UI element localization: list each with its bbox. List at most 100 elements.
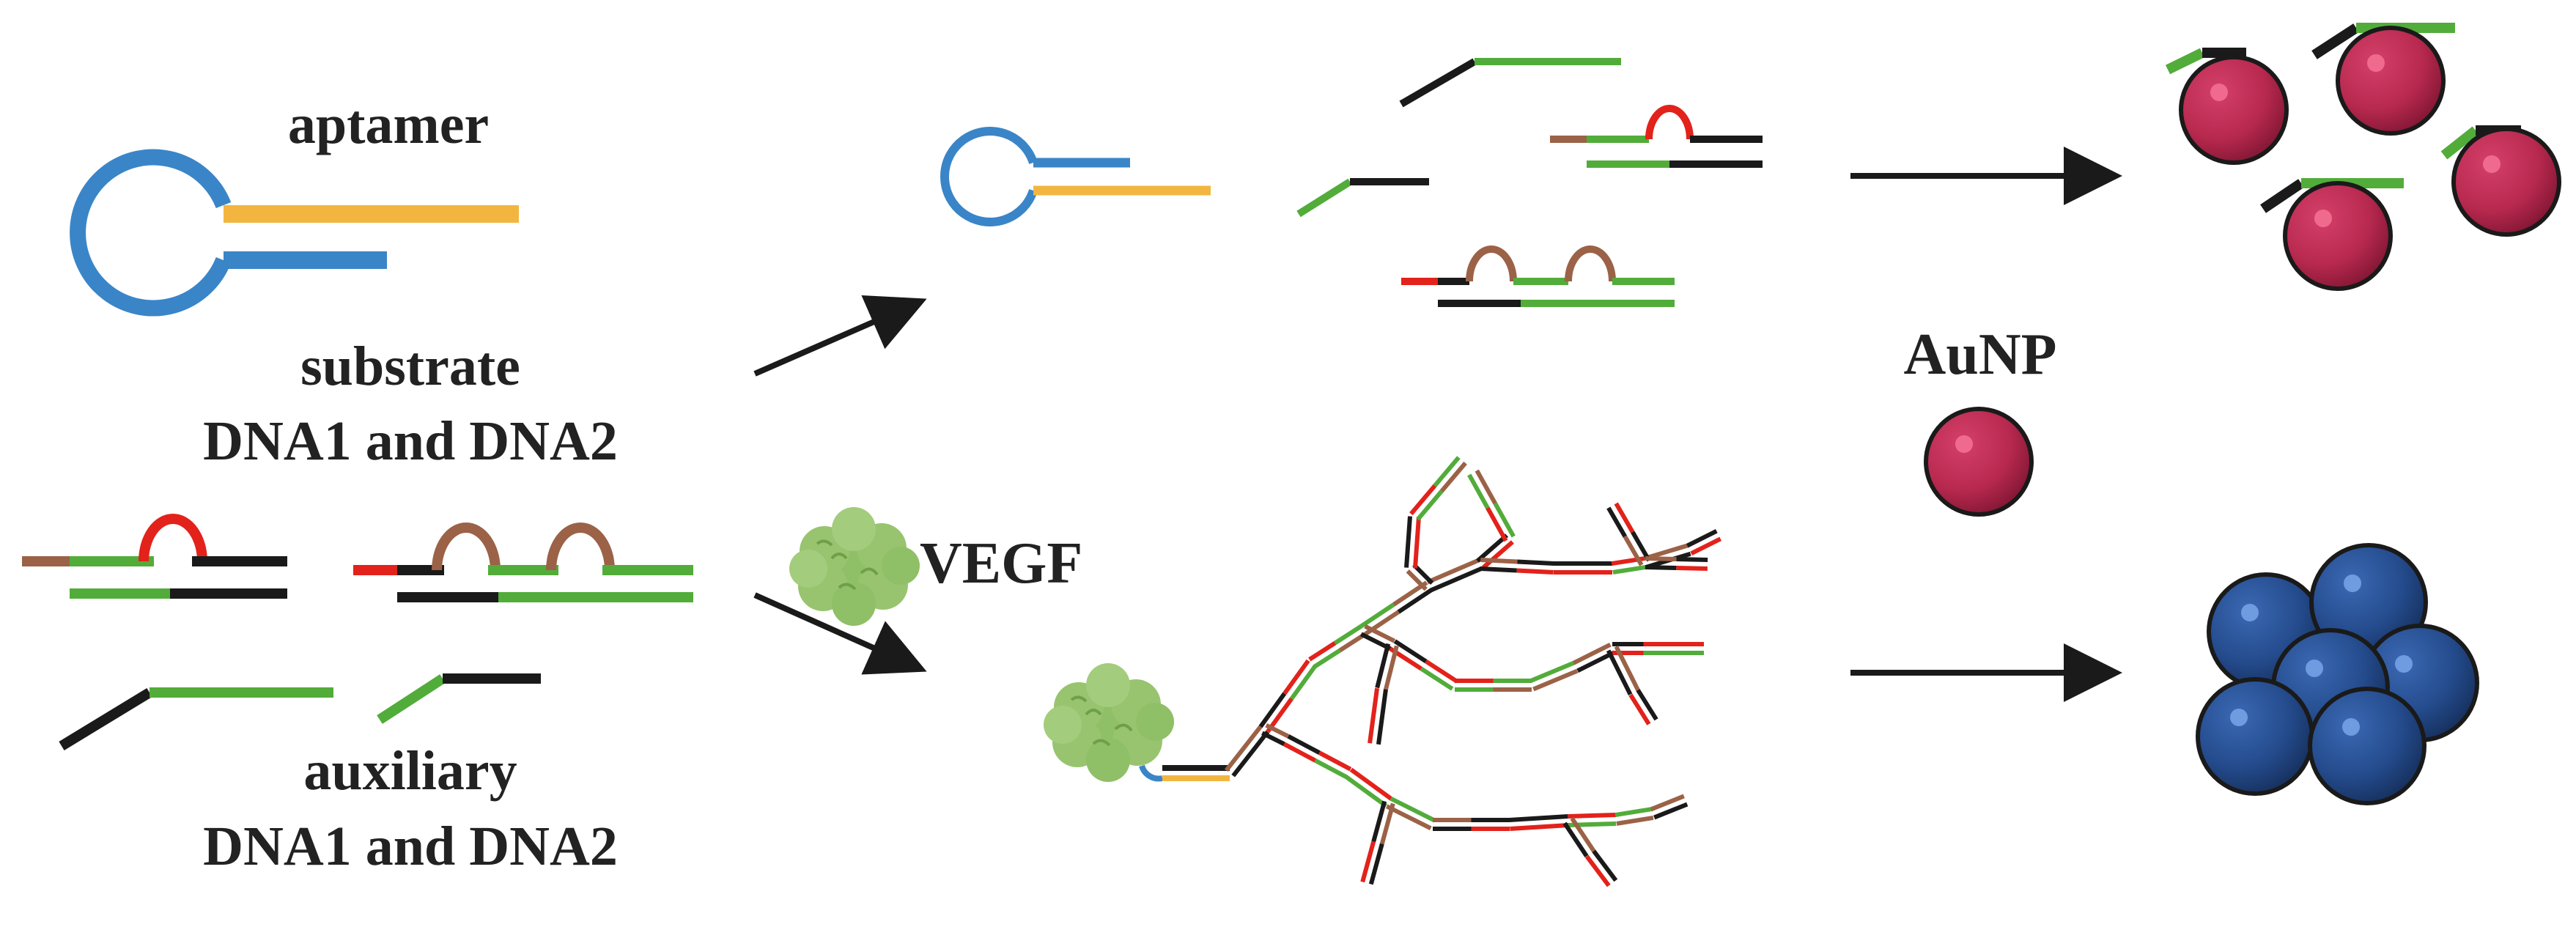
dna-strand-segment <box>1606 506 1627 538</box>
dna-strand-segment <box>1650 794 1685 812</box>
dna-strand-segment <box>1517 559 1554 566</box>
auxiliary-dna2-free <box>1296 178 1429 218</box>
dna-strand-segment <box>1439 461 1467 493</box>
aunp-dispersed-4 <box>2260 178 2404 289</box>
vegf-label: VEGF <box>920 531 1082 596</box>
dna-strand-segment <box>1409 484 1437 516</box>
arrow-down-right <box>753 592 927 675</box>
dna-strand-segment <box>1368 687 1380 744</box>
aunp-dispersed-1 <box>2165 48 2287 163</box>
dna-strand-segment <box>1686 528 1718 548</box>
branched-dna-network <box>1224 456 1722 887</box>
dna-strand-segment <box>1480 566 1517 573</box>
dna-strand-segment <box>1510 822 1569 831</box>
dna-strand-segment <box>1493 502 1516 538</box>
dna-strand-segment <box>1576 650 1616 673</box>
dna-strand-segment <box>1653 802 1689 820</box>
dna-strand-segment <box>1433 456 1461 487</box>
dna-strand-segment <box>1349 767 1393 801</box>
dna-strand-segment <box>1636 689 1658 721</box>
substrate-dna1-free <box>1550 105 1763 168</box>
dna-strand-segment <box>1258 692 1287 728</box>
dna-strand-segment <box>1480 558 1518 564</box>
dna-strand-segment <box>1390 796 1436 823</box>
substrate-dna2 <box>353 522 693 602</box>
aptamer-structure-large <box>70 149 519 317</box>
dna-strand-segment <box>1334 624 1362 645</box>
auxiliary-dna1-free <box>1399 58 1621 108</box>
dna-strand-segment <box>1368 843 1384 885</box>
dna-strand-segment <box>1289 664 1318 701</box>
aptamer-bound-to-vegf <box>1139 764 1230 782</box>
dna-strand-segment <box>1532 668 1579 692</box>
dna-strand-segment <box>1623 535 1644 566</box>
dna-strand-segment <box>1375 643 1391 689</box>
dna-strand-segment <box>1283 742 1317 763</box>
arrow-up-right <box>753 295 927 377</box>
dna-strand-segment <box>1529 660 1575 684</box>
dna-strand-segment <box>1606 649 1633 696</box>
dna-strand-segment <box>1676 565 1708 571</box>
substrate-dna2-free <box>1401 245 1675 307</box>
auxiliary-label-line1: auxiliary <box>303 740 517 802</box>
aptamer-label: aptamer <box>288 94 489 155</box>
dna-strand-segment <box>1371 800 1387 843</box>
aunp-label: AuNP <box>1904 322 2057 387</box>
auxiliary-label-line2: DNA1 and DNA2 <box>203 816 618 877</box>
auxiliary-dna2 <box>377 673 541 724</box>
dna-strand-segment <box>1476 533 1509 563</box>
aunp-dispersed-2 <box>2311 23 2455 133</box>
substrate-dna1 <box>22 514 287 599</box>
dna-strand-segment <box>1616 815 1654 826</box>
dna-strand-segment <box>1261 731 1285 747</box>
dna-strand-segment <box>1676 557 1708 563</box>
dna-strand-segment <box>1467 473 1490 509</box>
dna-strand-segment <box>1308 640 1337 662</box>
dispersed-aunp-group <box>2165 23 2559 289</box>
dna-strand-segment <box>1614 645 1641 692</box>
aptamer-structure-small <box>940 127 1211 226</box>
substrate-label-line1: substrate <box>300 336 520 397</box>
dna-strand-segment <box>1475 469 1497 505</box>
dna-strand-segment <box>1231 730 1270 778</box>
dna-strand-segment <box>1313 649 1341 669</box>
dna-strand-segment <box>1516 568 1554 575</box>
dna-strand-segment <box>1287 734 1321 755</box>
dna-strand-segment <box>1265 723 1290 739</box>
dna-strand-segment <box>1364 624 1396 643</box>
substrate-label-line2: DNA1 and DNA2 <box>203 410 618 472</box>
auxiliary-dna1 <box>59 687 333 750</box>
aunp-dispersed-3 <box>2440 125 2559 234</box>
dna-strand-segment <box>1412 517 1421 569</box>
dna-strand-segment <box>1283 659 1310 695</box>
dna-strand-segment <box>1645 564 1677 570</box>
dna-strand-segment <box>1406 569 1428 591</box>
dna-strand-segment <box>1360 841 1376 883</box>
dna-strand-segment <box>1614 807 1653 818</box>
dna-strand-segment <box>1584 854 1611 887</box>
dna-strand-segment <box>1383 645 1399 691</box>
aunp-particle-icon <box>1926 409 2031 514</box>
dna-strand-segment <box>1338 632 1367 653</box>
dna-strand-segment <box>1572 642 1612 665</box>
dna-strand-segment <box>1562 821 1589 857</box>
dna-strand-segment <box>1376 689 1388 745</box>
dna-strand-segment <box>1359 602 1395 629</box>
dna-strand-segment <box>1570 817 1596 853</box>
dna-strand-segment <box>1416 490 1444 521</box>
dna-strand-segment <box>1430 566 1483 593</box>
dna-strand-segment <box>1314 758 1348 779</box>
dna-strand-segment <box>1379 802 1395 845</box>
dna-strand-segment <box>1393 639 1428 663</box>
vegf-bound-icon <box>1042 662 1176 783</box>
dna-strand-segment <box>1481 540 1514 569</box>
dna-strand-segment <box>1486 506 1508 542</box>
dna-strand-segment <box>1612 564 1647 575</box>
dna-strand-segment <box>1420 667 1454 691</box>
dna-strand-segment <box>1690 536 1722 556</box>
dna-strand-segment <box>1318 750 1352 772</box>
dna-strand-segment <box>1224 725 1263 772</box>
dna-strand-segment <box>1385 804 1432 831</box>
dna-strand-segment <box>1509 814 1568 823</box>
